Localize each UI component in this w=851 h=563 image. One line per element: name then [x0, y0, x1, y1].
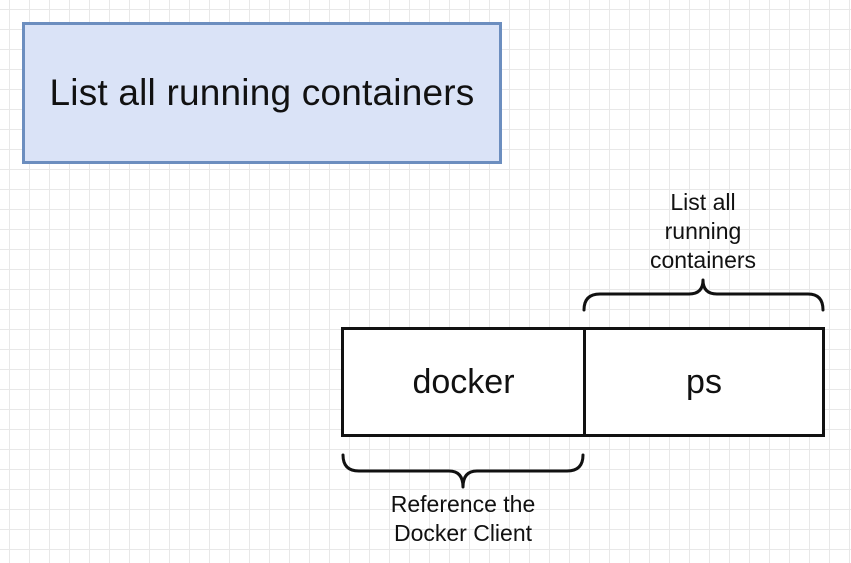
client-command-box: docker: [341, 327, 586, 437]
subcommand-box: ps: [583, 327, 825, 437]
subcommand-annotation-line: containers: [649, 247, 757, 273]
title-box: List all running containers: [22, 22, 502, 164]
subcommand-annotation: List all running containers: [603, 188, 803, 275]
client-annotation: Reference the Docker Client: [343, 490, 583, 548]
client-command-text: docker: [412, 362, 515, 401]
client-annotation-line: Reference the: [390, 491, 536, 517]
title-text: List all running containers: [49, 72, 475, 113]
client-annotation-line: Docker Client: [393, 520, 533, 546]
subcommand-annotation-line: running: [664, 218, 742, 244]
subcommand-text: ps: [686, 362, 722, 401]
subcommand-brace: [582, 278, 825, 312]
client-brace: [341, 453, 585, 489]
subcommand-annotation-line: List all: [670, 189, 736, 215]
